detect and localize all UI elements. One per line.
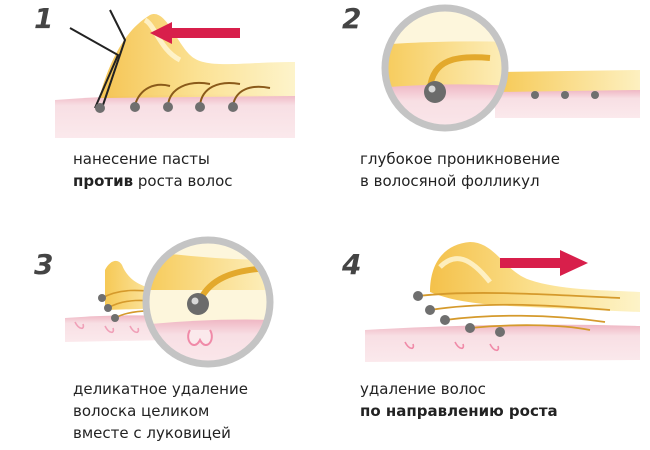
magnifier-view xyxy=(146,240,270,364)
hairs xyxy=(134,82,271,106)
caption-line-1: глубокое проникновение xyxy=(360,150,560,168)
caption-line-3: вместе с луковицей xyxy=(73,424,231,442)
empty-follicles xyxy=(404,341,500,352)
hair-bulbs xyxy=(413,291,505,337)
step-1-caption: нанесение пасты против роста волос xyxy=(73,148,233,192)
caption-bold: против xyxy=(73,172,134,190)
magnifier-ring xyxy=(381,4,509,132)
caption-line-2: в волосяной фолликул xyxy=(360,172,540,190)
step-number: 1 xyxy=(34,2,54,35)
caption-line-1: деликатное удаление xyxy=(73,380,248,398)
skin-layer xyxy=(365,324,640,362)
hairs xyxy=(417,292,621,331)
bulb-removal-illustration xyxy=(65,236,274,368)
step-3-caption: деликатное удаление волоска целиком вмес… xyxy=(73,378,248,444)
caption-line-1: удаление волос xyxy=(360,380,486,398)
step-2-caption: глубокое проникновение в волосяной фолли… xyxy=(360,148,560,192)
caption-rest: роста волос xyxy=(133,172,233,190)
hair-removal-illustration xyxy=(365,242,640,362)
skin-layer xyxy=(55,94,295,138)
hair-strands-black xyxy=(69,9,127,109)
right-arrow-icon xyxy=(500,250,588,276)
paste-application-illustration xyxy=(55,9,295,138)
caption-line-1: нанесение пасты xyxy=(73,150,210,168)
follicle-penetration-illustration xyxy=(381,4,640,132)
caption-bold: по направлению роста xyxy=(360,402,558,420)
left-arrow-icon xyxy=(150,22,240,44)
paste-strip xyxy=(430,242,640,312)
step-number: 2 xyxy=(342,2,362,35)
magnifier-ring xyxy=(142,236,274,368)
step-number: 4 xyxy=(342,248,362,281)
hair-bulbs xyxy=(95,102,238,113)
paste-blob xyxy=(100,14,295,98)
step-number: 3 xyxy=(34,248,54,281)
step-4-caption: удаление волос по направлению роста xyxy=(360,378,558,422)
magnifier-view xyxy=(385,8,505,128)
caption-line-2: волоска целиком xyxy=(73,402,210,420)
